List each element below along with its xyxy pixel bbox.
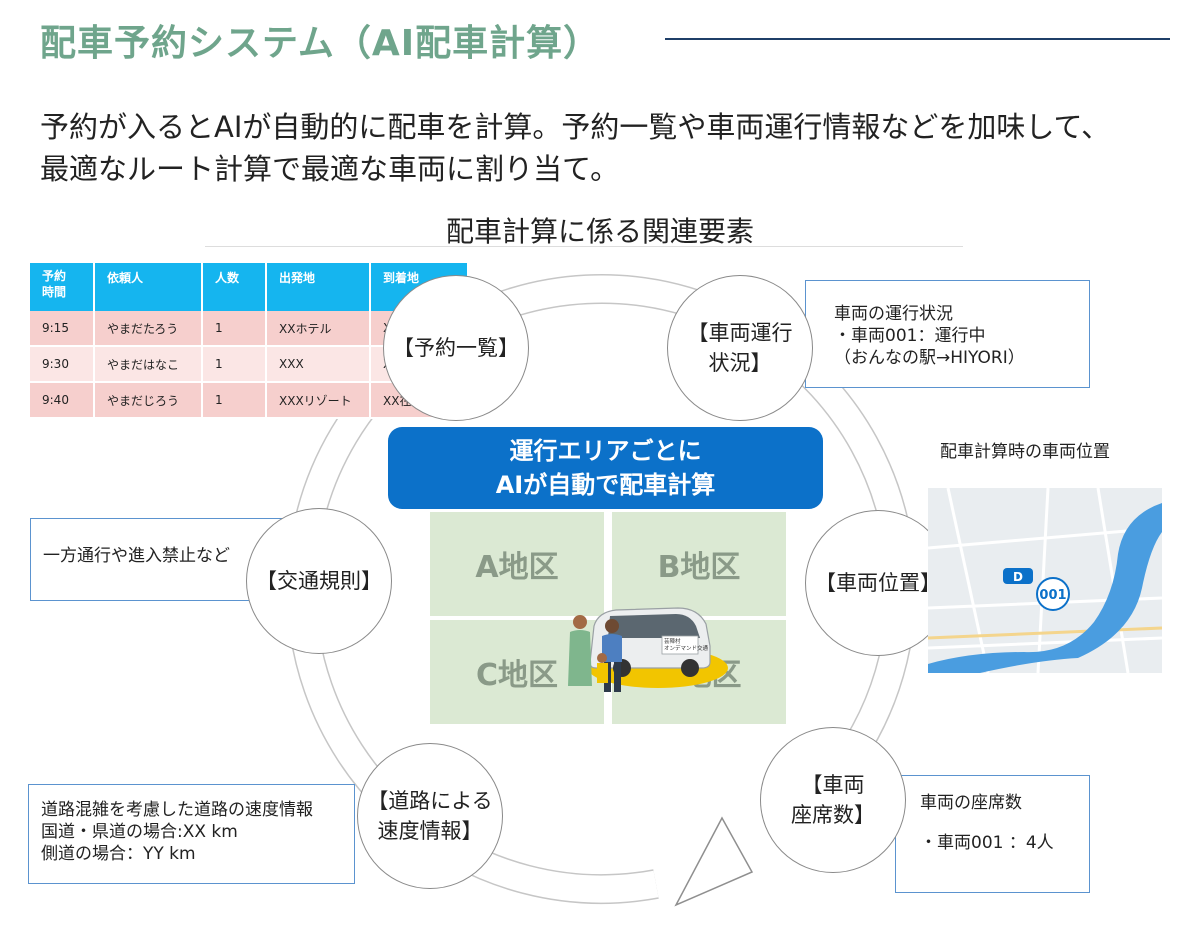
seat-count-info-box: 車両の座席数 ・車両001 ：4人 (895, 775, 1090, 893)
node-road-speed: 【道路による 速度情報】 (357, 743, 503, 889)
person-1-body (568, 630, 592, 686)
header-passengers: 人数 (202, 263, 267, 311)
cell-passengers: 1 (202, 311, 267, 347)
node-vehicle-operation: 【車両運行 状況】 (667, 275, 813, 421)
person-2-leg (614, 662, 621, 692)
cell-requester: やまだたろう (94, 311, 203, 347)
reservation-table: 予約 時間 依頼人 人数 出発地 到着地 9:15 やまだたろう 1 XXホテル… (30, 263, 469, 419)
cell-passengers: 1 (202, 346, 267, 383)
vehicle-status-line-3: （おんなの駅→HIYORI） (834, 348, 1025, 369)
description-line-2: 最適なルート計算で最適な車両に割り当て。 (40, 152, 620, 186)
cell-time: 9:15 (30, 311, 95, 347)
map-graphic: 001 D (928, 488, 1162, 673)
cycle-arrowhead (674, 816, 754, 907)
vehicle-status-info-box: 車両の運行状況 ・車両001：運行中 （おんなの駅→HIYORI） (805, 280, 1090, 388)
diagram-title-divider (205, 246, 963, 247)
road-speed-line-2: 国道・県道の場合:XX km (41, 822, 238, 843)
vehicle-marker-car (1003, 568, 1033, 584)
child-body (597, 663, 608, 683)
cell-requester: やまだはなこ (94, 346, 203, 383)
van-decal (661, 635, 699, 655)
header-requester: 依頼人 (94, 263, 203, 311)
vehicle-status-line-1: 車両の運行状況 (834, 304, 953, 324)
vehicle-position-map: 001 D (928, 488, 1162, 673)
district-a: A地区 (430, 512, 604, 616)
person-2-head (605, 619, 619, 633)
person-1-head (573, 615, 587, 629)
description-line-1: 予約が入るとAIが自動的に配車を計算。予約一覧や車両運行情報などを加味して、 (40, 110, 1111, 144)
cell-time: 9:40 (30, 382, 95, 419)
diagram-title: 配車計算に係る関連要素 (445, 215, 754, 248)
child-head (597, 653, 607, 663)
ai-banner-line-2: AIが自動で配車計算 (495, 471, 716, 500)
table-header-row: 予約 時間 依頼人 人数 出発地 到着地 (30, 263, 469, 311)
cell-origin: XXホテル (266, 311, 371, 347)
road-speed-line-1: 道路混雑を考慮した道路の速度情報 (41, 800, 313, 820)
vehicle-marker-ring (1036, 577, 1070, 611)
map-main-road (928, 626, 1162, 640)
node-vehicle-position: 【車両位置】 (805, 510, 951, 656)
road-speed-line-3: 側道の場合：YY km (41, 844, 196, 865)
cell-time: 9:30 (30, 346, 95, 383)
road-speed-info-box: 道路混雑を考慮した道路の速度情報 国道・県道の場合:XX km 側道の場合：YY… (28, 784, 355, 884)
van-decal-line-1: 芸陣村 (664, 637, 681, 645)
cell-origin: XXXリゾート (266, 382, 371, 419)
ai-dispatch-banner: 運行エリアごとに AIが自動で配車計算 (388, 427, 823, 509)
page-title: 配車予約システム（AI配車計算） (40, 23, 601, 64)
traffic-rules-text: 一方通行や進入禁止など (43, 546, 230, 566)
map-river (928, 488, 1162, 673)
seat-count-line-1: 車両の座席数 (920, 793, 1022, 813)
node-traffic-rules: 【交通規則】 (246, 508, 392, 654)
vehicle-status-line-2: ・車両001：運行中 (834, 326, 986, 347)
cell-origin: XXX (266, 346, 371, 383)
vehicle-id-label: 001 (1039, 588, 1066, 603)
node-reservation-list: 【予約一覧】 (383, 275, 529, 421)
title-divider (665, 38, 1170, 40)
van-wheel-rear (681, 659, 699, 677)
cell-requester: やまだじろう (94, 382, 203, 419)
node-seat-count: 【車両 座席数】 (760, 727, 906, 873)
van-decal-line-2: オンデマンド交通 (664, 644, 709, 652)
header-time: 予約 時間 (30, 263, 95, 311)
district-b: B地区 (612, 512, 786, 616)
vehicle-marker-letter: D (1013, 570, 1023, 584)
header-origin: 出発地 (266, 263, 371, 311)
seat-count-line-2: ・車両001 ：4人 (920, 833, 1054, 854)
cell-passengers: 1 (202, 382, 267, 419)
vehicle-illustration: 芸陣村 オンデマンド交通 (568, 607, 728, 692)
map-caption: 配車計算時の車両位置 (940, 442, 1110, 462)
van-windows (608, 614, 700, 638)
person-2-body (602, 634, 622, 662)
ai-banner-line-1: 運行エリアごとに (509, 437, 702, 465)
